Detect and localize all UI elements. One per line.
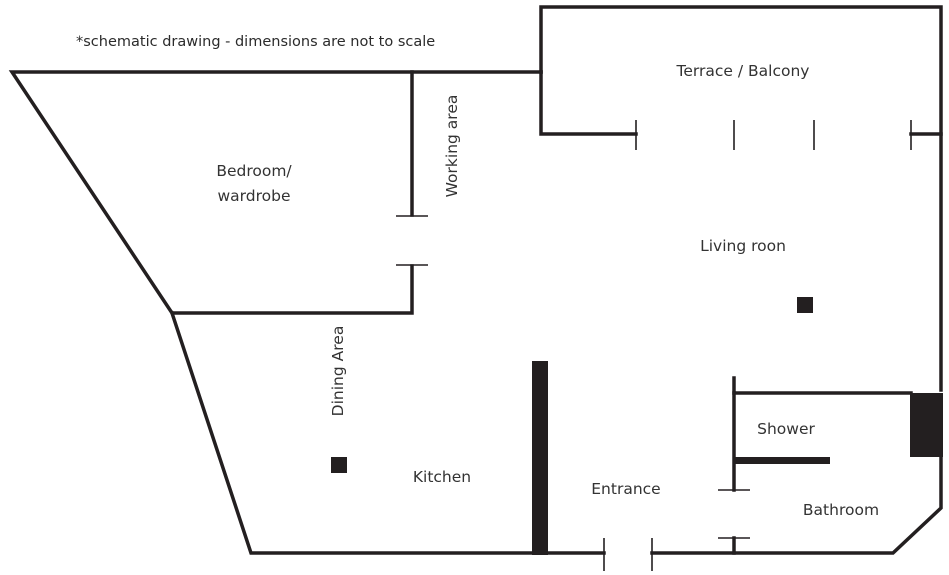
terrace-inner-wall: [539, 70, 638, 136]
scale-note: *schematic drawing - dimensions are not …: [76, 34, 435, 50]
dining-area-label: Dining Area: [329, 326, 347, 417]
bathroom-label: Bathroom: [803, 501, 879, 519]
terrace-label: Terrace / Balcony: [676, 62, 810, 80]
bathroom-outer-wall: [650, 453, 943, 555]
kitchen-column: [331, 457, 347, 473]
shower-label: Shower: [757, 420, 815, 438]
kitchen-partition-wall: [532, 361, 548, 555]
living-room-label: Living roon: [700, 237, 786, 255]
bedroom-label-line-1: Bedroom/: [216, 162, 292, 180]
entrance-label: Entrance: [591, 480, 660, 498]
working-area-label: Working area: [443, 95, 461, 198]
living-room-column: [797, 297, 813, 313]
kitchen-outer-wall: [169, 310, 606, 555]
bedroom-label-line-2: wardrobe: [217, 187, 290, 205]
bathroom-service-shaft: [910, 393, 943, 457]
kitchen-label: Kitchen: [413, 468, 471, 486]
terrace-wall: [539, 5, 943, 392]
shower-wall: [732, 376, 913, 395]
shower-separator: [734, 457, 830, 464]
